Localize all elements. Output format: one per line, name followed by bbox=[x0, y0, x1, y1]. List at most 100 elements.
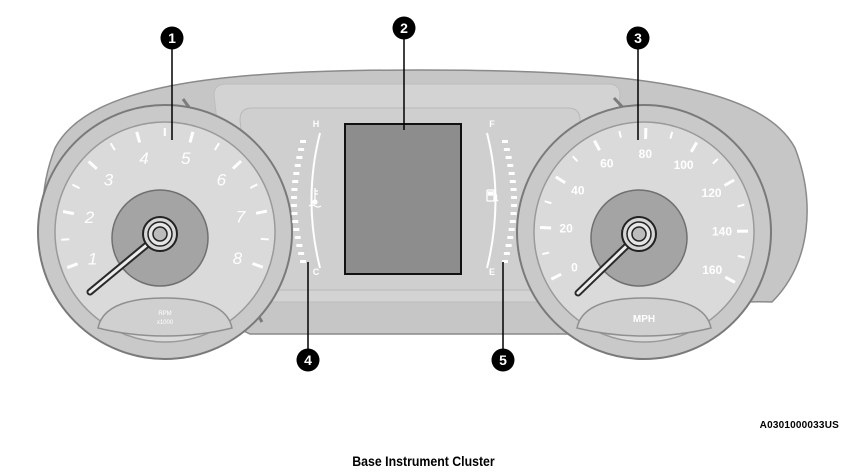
temperature-gauge-segment bbox=[300, 260, 306, 263]
temperature-gauge-segment bbox=[294, 164, 301, 167]
tachometer-tick bbox=[135, 131, 142, 143]
tachometer-tick bbox=[249, 183, 258, 189]
temperature-gauge-segment bbox=[298, 252, 305, 255]
speedometer-scale-label: 0 bbox=[571, 260, 578, 274]
tachometer-scale-label: 6 bbox=[217, 170, 227, 189]
temperature-gauge-segment bbox=[291, 204, 298, 207]
svg-text:4: 4 bbox=[304, 352, 312, 368]
temperature-gauge: H C bbox=[291, 119, 322, 277]
fuel-gauge-segment bbox=[510, 188, 517, 191]
speedometer-scale-label: 60 bbox=[600, 156, 614, 170]
temperature-gauge-segment bbox=[298, 148, 305, 151]
fuel-gauge-segment bbox=[509, 220, 516, 223]
speedometer-unit-pod bbox=[576, 297, 712, 337]
tachometer-scale-label: 4 bbox=[139, 149, 148, 168]
speedometer-scale-label: 140 bbox=[712, 224, 732, 238]
tachometer-tick bbox=[231, 159, 243, 170]
callout-marker-3: 3 bbox=[626, 26, 650, 50]
temperature-gauge-segment bbox=[292, 180, 299, 183]
tachometer-unit-label: RPM bbox=[158, 311, 171, 317]
fuel-full-label: F bbox=[489, 119, 495, 129]
speedometer-tick bbox=[689, 141, 699, 153]
speedometer-tick bbox=[544, 200, 552, 205]
speedometer-tick bbox=[712, 158, 719, 165]
fuel-gauge-segment bbox=[509, 180, 516, 183]
temperature-gauge-segment bbox=[293, 228, 300, 231]
speedometer-unit-label: MPH bbox=[633, 314, 655, 325]
callout-marker-1: 1 bbox=[160, 26, 184, 50]
fuel-gauge-segment bbox=[507, 236, 514, 239]
tachometer-tick bbox=[62, 209, 75, 216]
figure-caption: Base Instrument Cluster bbox=[352, 453, 495, 469]
fuel-gauge-segment bbox=[508, 172, 515, 175]
speedometer-tick bbox=[669, 131, 674, 139]
fuel-gauge-segment bbox=[508, 228, 515, 231]
fuel-gauge-segment bbox=[503, 148, 510, 151]
tachometer-tick bbox=[251, 262, 264, 269]
speedometer-scale-label: 100 bbox=[674, 158, 694, 172]
figure-code: A0301000033US bbox=[759, 420, 839, 431]
fuel-gauge-segment bbox=[502, 260, 508, 263]
speedometer-tick bbox=[737, 203, 745, 208]
tachometer-needle-cap-center bbox=[152, 226, 168, 242]
svg-text:2: 2 bbox=[400, 20, 408, 36]
tachometer-tick bbox=[61, 238, 70, 241]
tachometer-tick bbox=[214, 142, 220, 151]
tachometer-tick bbox=[188, 131, 195, 143]
temperature-gauge-segment bbox=[296, 244, 303, 247]
temperature-gauge-segment bbox=[291, 196, 298, 199]
fuel-gauge-segment bbox=[503, 252, 510, 255]
fuel-gauge-arc bbox=[486, 132, 497, 269]
temperature-gauge-segment bbox=[293, 172, 300, 175]
temperature-gauge-segment bbox=[292, 220, 299, 223]
coolant-temperature-icon bbox=[308, 188, 322, 208]
fuel-pump-icon bbox=[486, 189, 499, 202]
fuel-gauge-segment bbox=[510, 196, 517, 199]
fuel-gauge-segment bbox=[505, 244, 512, 247]
temperature-gauge-segment bbox=[291, 212, 298, 215]
tachometer-unit-pod bbox=[97, 297, 233, 337]
tachometer-scale-label: 1 bbox=[88, 249, 97, 268]
callout-marker-4: 4 bbox=[296, 348, 320, 372]
fuel-gauge-segment bbox=[510, 204, 517, 207]
fuel-empty-label: E bbox=[489, 267, 495, 277]
speedometer-scale-label: 40 bbox=[571, 184, 585, 198]
tachometer-tick bbox=[66, 262, 79, 269]
tachometer-tick bbox=[255, 209, 268, 215]
speedometer-tick bbox=[550, 272, 562, 281]
speedometer-tick bbox=[618, 130, 622, 139]
speedometer-tick bbox=[723, 178, 735, 187]
temperature-low-label: C bbox=[313, 267, 320, 277]
tachometer-tick bbox=[109, 142, 116, 151]
tachometer-tick bbox=[87, 160, 98, 170]
speedometer-tick bbox=[555, 175, 566, 184]
tachometer-tick bbox=[260, 237, 269, 241]
speedometer-tick bbox=[737, 254, 746, 259]
temperature-high-label: H bbox=[313, 119, 320, 129]
fuel-gauge-segment bbox=[510, 212, 517, 215]
tachometer-scale-label: 2 bbox=[84, 208, 95, 227]
speedometer-needle-cap-center bbox=[631, 226, 647, 242]
callout-marker-2: 2 bbox=[392, 16, 416, 40]
center-info-display bbox=[344, 123, 462, 275]
svg-text:1: 1 bbox=[168, 30, 176, 46]
speedometer-tick bbox=[572, 155, 579, 163]
speedometer-scale-label: 160 bbox=[702, 263, 722, 277]
speedometer-scale-label: 80 bbox=[639, 147, 653, 161]
tachometer-scale-label: 7 bbox=[236, 208, 246, 227]
speedometer-tick bbox=[724, 275, 736, 284]
callout-marker-5: 5 bbox=[491, 348, 515, 372]
temperature-gauge-arc bbox=[310, 132, 321, 269]
speedometer-tick bbox=[542, 251, 550, 256]
fuel-gauge-segment bbox=[502, 140, 508, 143]
tachometer-scale-label: 3 bbox=[104, 171, 114, 190]
tachometer-scale-label: 8 bbox=[233, 249, 243, 268]
temperature-gauge-segment bbox=[294, 236, 301, 239]
tachometer-scale-label: 5 bbox=[181, 149, 191, 168]
speedometer-scale-label: 120 bbox=[702, 186, 722, 200]
temperature-gauge-segment bbox=[296, 156, 303, 159]
svg-text:5: 5 bbox=[499, 352, 507, 368]
